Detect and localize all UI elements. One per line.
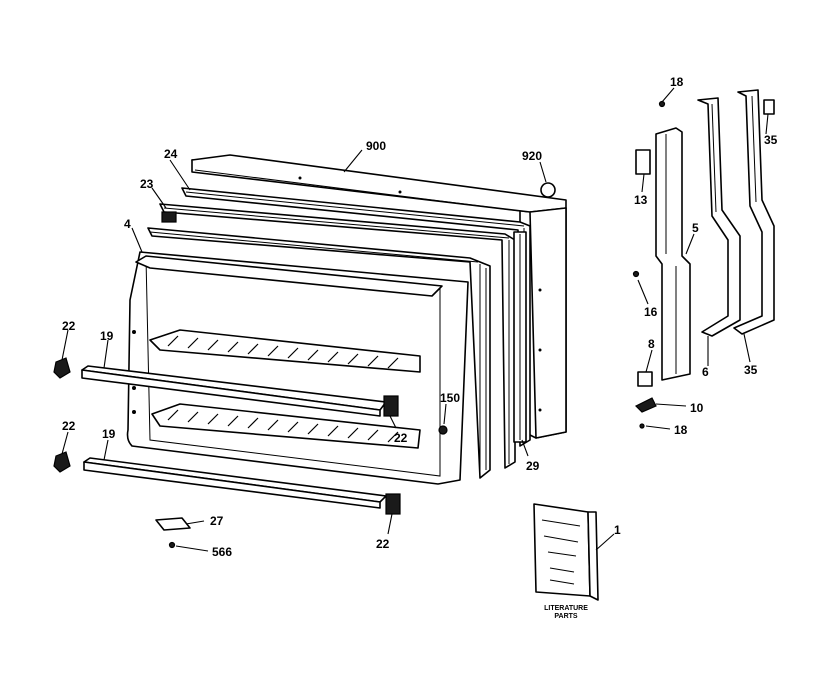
callout-16: 16: [644, 305, 658, 319]
literature-label-line1: LITERATURE: [544, 605, 588, 612]
hinge-pin-plate: [155, 517, 191, 549]
callout-4: 4: [124, 217, 131, 231]
clip-8: [637, 371, 653, 387]
callout-24: 24: [164, 147, 178, 161]
shelf-end-cap-icon: [53, 357, 71, 379]
callout-23: 23: [140, 177, 154, 191]
callout-35-top: 35: [764, 133, 778, 147]
door-handle-6: [697, 97, 741, 337]
end-cap-35: [763, 99, 775, 115]
callout-35-bottom: 35: [744, 363, 758, 377]
callout-5: 5: [692, 221, 699, 235]
callout-18-top: 18: [670, 75, 684, 89]
clip-10: [634, 397, 657, 413]
handle-bracket-5: [655, 127, 691, 381]
callout-22-upper-right: 22: [394, 431, 408, 445]
callout-18-bottom: 18: [674, 423, 688, 437]
shelf-grid-lower: [167, 409, 399, 443]
small-bracket-13: [635, 149, 651, 175]
door-shelf-bar-lower: [53, 451, 401, 515]
callout-22-lower-right: 22: [376, 537, 390, 551]
shelf-end-cap-icon: [53, 451, 71, 473]
callout-19-upper: 19: [100, 329, 114, 343]
callout-150: 150: [440, 391, 460, 405]
callout-920: 920: [522, 149, 542, 163]
callout-6: 6: [702, 365, 709, 379]
callout-900: 900: [366, 139, 386, 153]
screw-150: [438, 425, 448, 435]
callout-19-lower: 19: [102, 427, 116, 441]
callout-29: 29: [526, 459, 540, 473]
callout-13: 13: [634, 193, 648, 207]
door-handle-35: [733, 89, 775, 335]
callout-labels: 900 920 24 23 4 22 19 22 19 150 22 22 27…: [62, 75, 778, 559]
literature-label-line2: PARTS: [554, 613, 578, 620]
door-shelf-bar-upper: [53, 357, 399, 417]
literature-booklet: LITERATURE PARTS: [533, 503, 599, 620]
callout-22-lower-left: 22: [62, 419, 76, 433]
callout-566: 566: [212, 545, 232, 559]
leader-lines: [61, 87, 769, 552]
screw-18-bottom: [639, 423, 645, 429]
callout-22-upper-left: 22: [62, 319, 76, 333]
plug-button-icon: [540, 182, 556, 198]
callout-1: 1: [614, 523, 621, 537]
callout-27: 27: [210, 514, 224, 528]
callout-8: 8: [648, 337, 655, 351]
screw-16: [632, 270, 640, 278]
screw-566: [168, 541, 176, 549]
callout-10: 10: [690, 401, 704, 415]
screw-18-top: [658, 100, 666, 108]
door-liner: [126, 227, 491, 485]
shelf-grid-upper: [167, 335, 399, 369]
gasket-strip: [513, 231, 527, 443]
inner-liner-frame: [159, 203, 516, 469]
